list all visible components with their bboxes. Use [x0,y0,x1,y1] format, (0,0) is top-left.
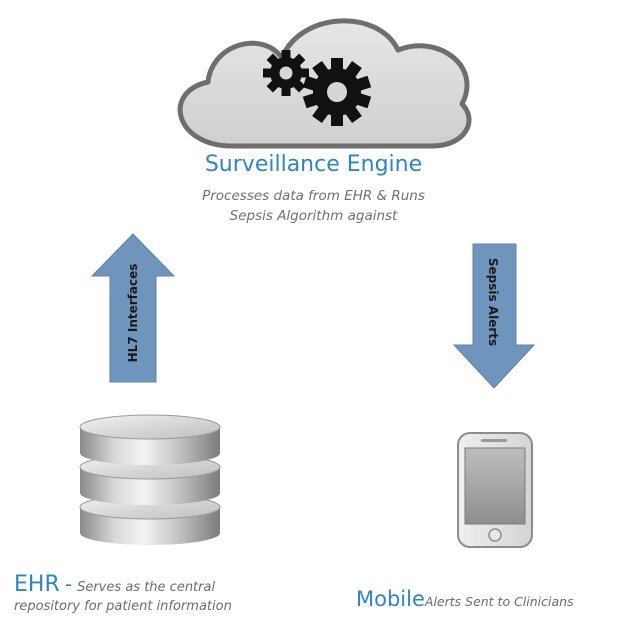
ehr-separator: - [64,572,73,596]
ehr-label: EHR [14,572,60,597]
small-gear-icon [263,50,309,96]
hl7-interfaces-arrow: HL7 Interfaces [90,233,176,383]
sepsis-alerts-arrow: Sepsis Alerts [452,243,536,389]
mobile-description: Alerts Sent to Clinicians [424,594,574,609]
smartphone-icon [457,432,533,548]
database-icon [79,414,221,545]
ehr-caption: EHR - Serves as the central repository f… [14,572,314,614]
ehr-description-part-2: repository for patient information [14,599,232,614]
large-gear-icon [302,58,372,126]
mobile-caption: MobileAlerts Sent to Clinicians [356,587,574,611]
sepsis-alerts-label: Sepsis Alerts [486,258,500,346]
mobile-label: Mobile [356,587,425,611]
ehr-description-part-1: Serves as the central [77,580,216,595]
engine-description-line-2: Sepsis Algorithm against [229,208,398,224]
hl7-interfaces-label: HL7 Interfaces [126,264,140,363]
engine-description-line-1: Processes data from EHR & Runs [202,188,425,204]
surveillance-engine-title: Surveillance Engine [204,152,423,177]
surveillance-engine-description: Processes data from EHR & Runs Sepsis Al… [0,186,627,226]
cloud-gears-icon [177,18,472,149]
